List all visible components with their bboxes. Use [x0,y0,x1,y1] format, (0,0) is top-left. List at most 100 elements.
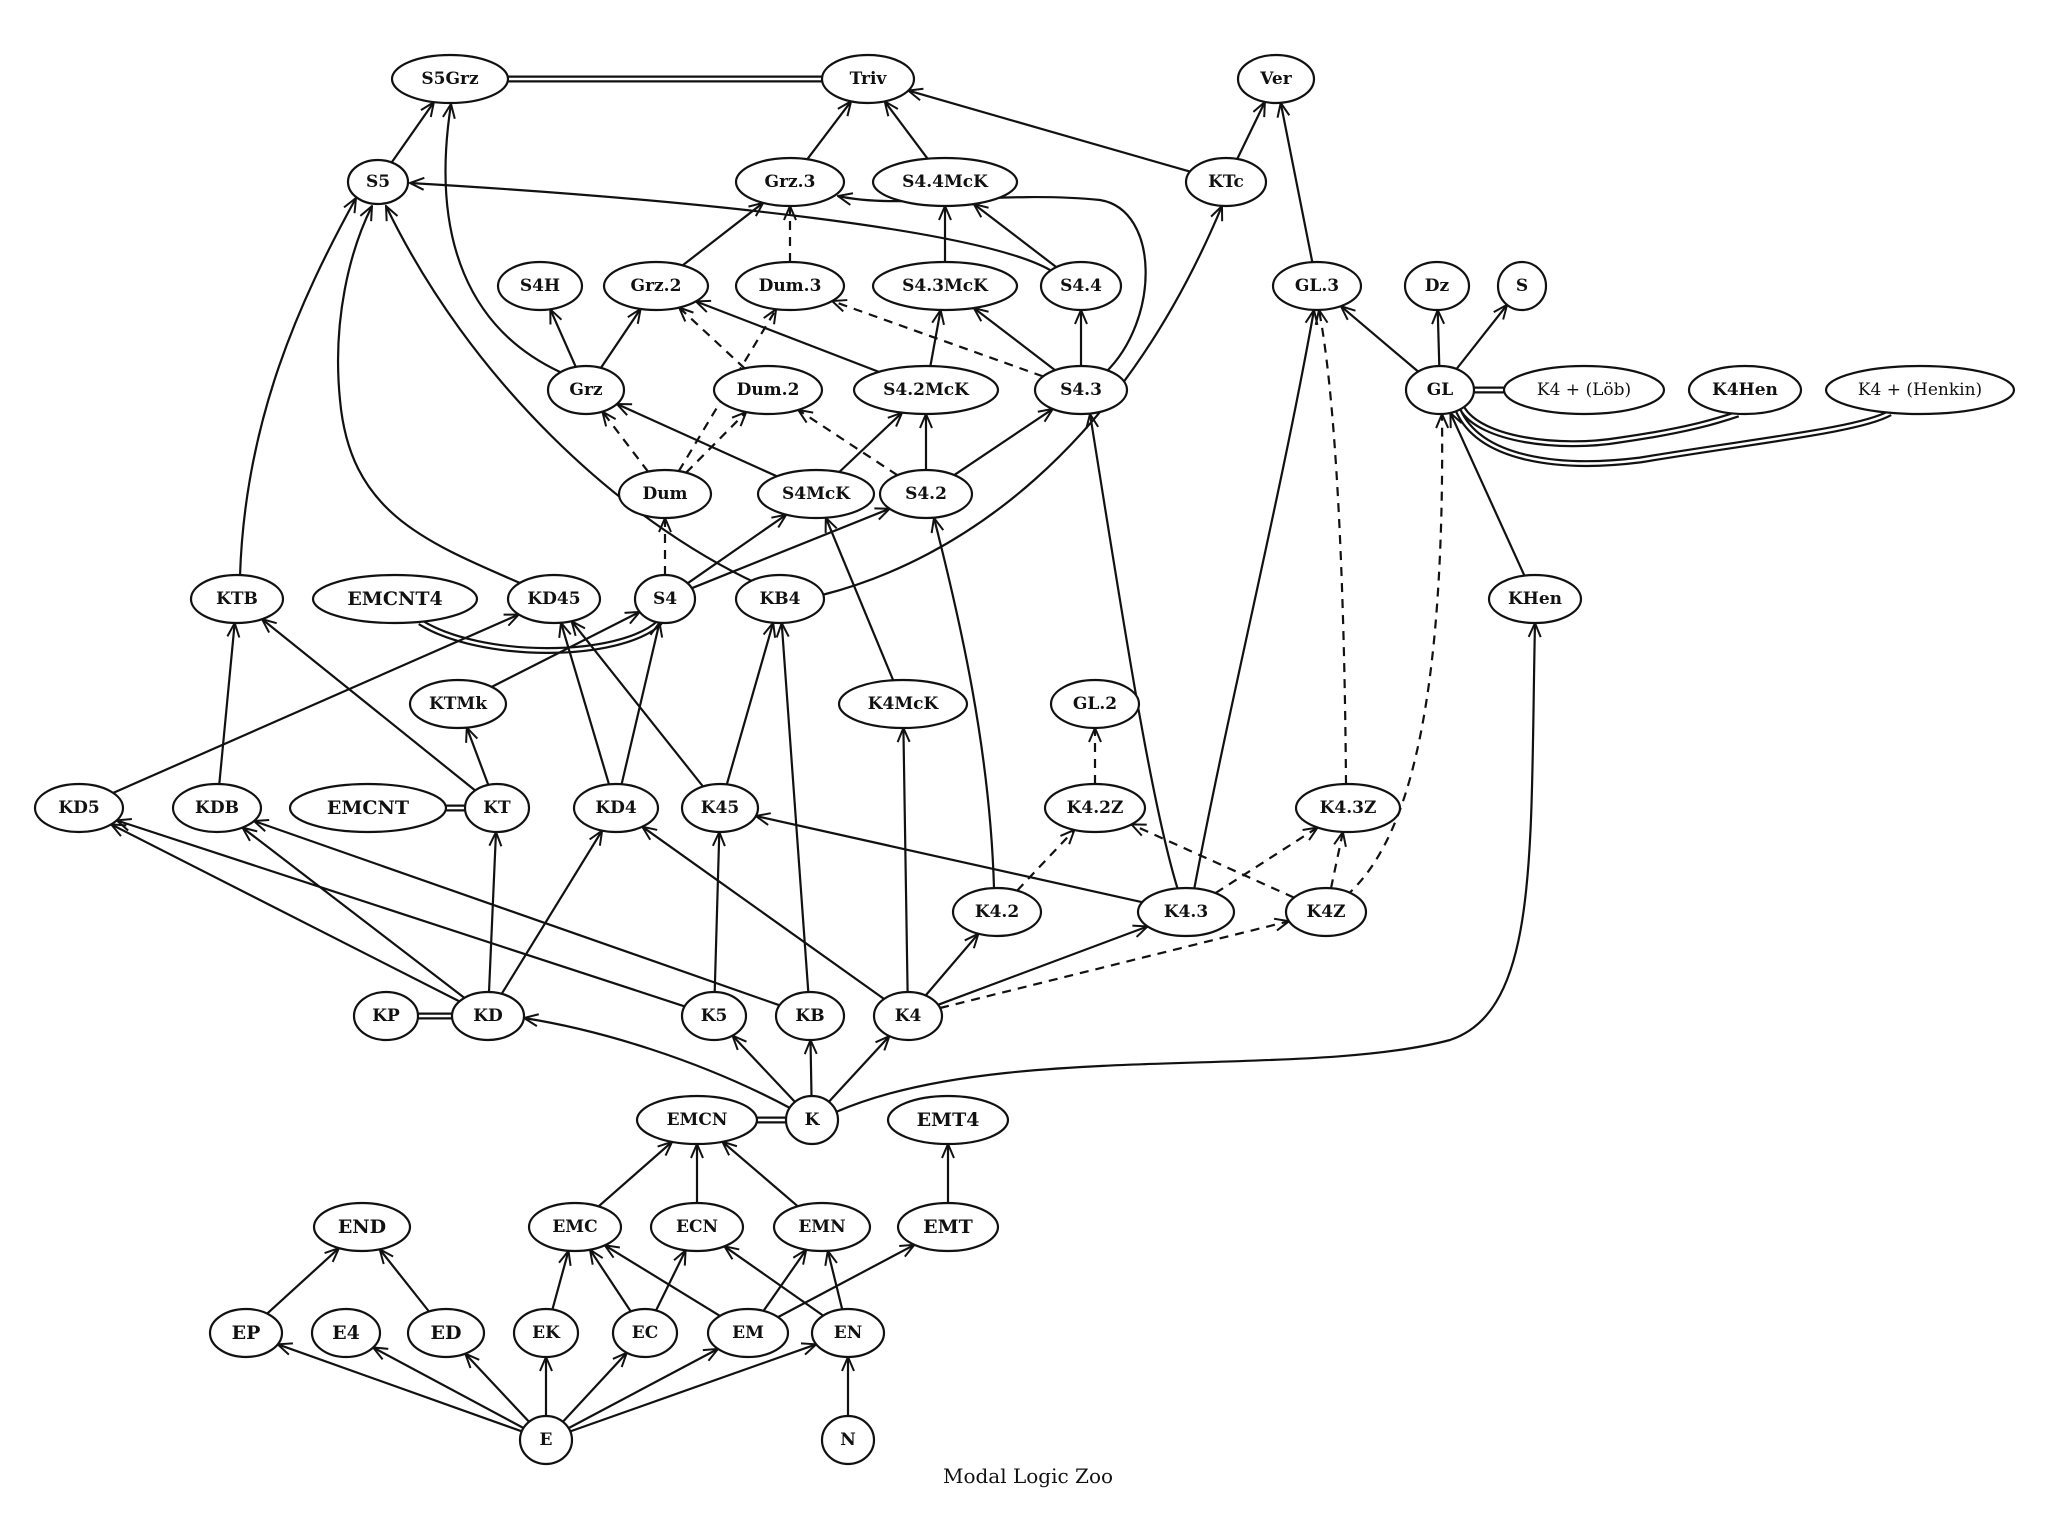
node-label: KHen [1508,589,1562,609]
edge-s4-to-s4mck [686,515,787,585]
edge-ktc-to-triv [908,91,1191,173]
node-kb: KB [774,990,846,1042]
node-label: K4 + (Löb) [1537,380,1631,400]
edge-kb4-to-ktc [821,206,1222,597]
edge-kd5-to-kd45 [112,615,519,794]
node-label: S4 [653,589,677,609]
node-dz: Dz [1403,260,1471,312]
node-label: KD [473,1006,503,1026]
node-shape [527,1201,623,1253]
node-label: EMT [923,1216,973,1238]
edge-k4z-to-k43z [1329,832,1343,889]
edge-k5-to-k45 [715,832,720,993]
node-shape [886,1094,1010,1146]
node-kp: KP [352,990,420,1042]
node-shape [171,782,263,834]
node-shape [506,573,602,625]
node-shape [1824,364,2016,416]
node-s5: S5 [346,158,410,206]
node-label: K4McK [868,694,940,714]
node-shape [784,1094,840,1146]
node-grz3: Grz.3 [734,156,846,208]
node-shape [680,782,760,834]
edge-s5-to-s5grz [390,102,434,164]
node-label: K4.2 [975,902,1019,922]
node-shape [852,364,1000,416]
node-label: S4.3McK [902,276,989,296]
edge-gl-to-gl3 [1341,306,1419,373]
node-shape [496,260,584,312]
edge-kd4-to-kd45 [561,623,611,785]
edge-em-to-emt [777,1245,914,1319]
node-label: EM [732,1323,764,1343]
edge-grz3-to-triv [806,101,851,160]
edge-ktb-to-s5 [238,198,356,577]
node-gl3: GL.3 [1271,260,1363,312]
edge-kt-to-ktb [262,619,476,792]
node-shape [310,1307,382,1359]
node-shape [450,990,526,1042]
node-k4lob: K4 + (Löb) [1502,364,1666,416]
edge-kd-to-kd4 [500,831,602,995]
node-k4mck: K4McK [837,678,969,730]
node-dum: Dum [617,468,713,520]
node-label: S5 [366,172,390,192]
node-label: N [840,1430,856,1450]
node-shape [878,468,974,520]
node-s42: S4.2 [878,468,974,520]
node-s4h: S4H [496,260,584,312]
node-e4: E4 [310,1307,382,1359]
edge-s4mck-to-grz [617,404,778,478]
node-label: KT [483,798,511,818]
diagram-caption: Modal Logic Zoo [942,1464,1114,1488]
edge-kb-to-kdb [254,821,780,1007]
node-khen: KHen [1487,573,1583,625]
edge-k45-to-kd45 [572,621,704,788]
node-label: K4 [895,1006,922,1026]
node-shape [1039,260,1123,312]
node-shape [390,53,510,105]
edge-s42mck-to-grz2 [696,301,880,373]
node-label: S4.3 [1060,380,1102,400]
node-gl: GL [1404,364,1476,416]
edge-s44mck-to-triv [885,101,929,160]
node-shape [680,990,748,1042]
node-emc: EMC [527,1201,623,1253]
node-label: K4Z [1306,902,1345,922]
node-shape [774,990,846,1042]
node-label: E [540,1430,553,1450]
node-k4henkin: K4 + (Henkin) [1824,364,2016,416]
node-label: KB4 [760,589,801,609]
node-shape [463,782,531,834]
node-dum2: Dum.2 [712,364,824,416]
node-shape [1136,886,1236,938]
edge-k43-to-gl3 [1192,310,1314,891]
edge-s42mck-to-s43mck [929,310,940,367]
node-shape [1687,364,1803,416]
node-shape [408,678,508,730]
edge-k43-to-k43z [1214,828,1318,895]
edge-k-to-k4 [828,1036,890,1103]
edge-s42-to-dum2 [798,410,899,477]
edge-k43z-to-gl3 [1319,310,1348,785]
node-shape [649,1201,745,1253]
edge-k-to-k5 [733,1036,796,1103]
node-ktc: KTc [1184,156,1268,208]
node-label: EMC [552,1217,597,1237]
node-shape [1294,782,1402,834]
node-label: GL [1427,380,1454,400]
edge-e-to-en [569,1344,816,1433]
node-ed: ED [406,1307,486,1359]
node-label: S4.2 [905,484,947,504]
node-s44mck: S4.4McK [871,156,1019,208]
edge-k4z-to-gl [1345,414,1442,897]
node-ecn: ECN [649,1201,745,1253]
node-s5grz: S5Grz [390,53,510,105]
edge-k-to-kb [811,1040,812,1097]
node-shape [406,1307,486,1359]
node-label: EC [632,1323,659,1343]
node-shape [734,156,846,208]
node-label: Grz [569,380,602,400]
